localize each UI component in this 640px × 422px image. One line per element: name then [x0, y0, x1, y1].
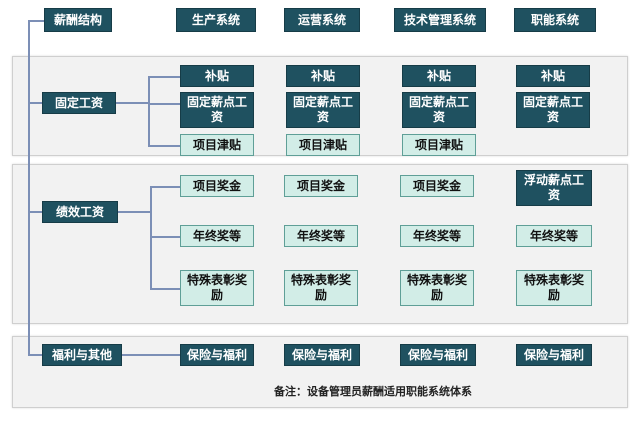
subsidy-box: 补贴 — [516, 65, 590, 87]
year-end-bonus-box: 年终奖等 — [284, 225, 358, 247]
fixed-bracket-spine — [148, 76, 150, 146]
subsidy-box: 补贴 — [402, 65, 476, 87]
project-bonus-box: 项目奖金 — [400, 175, 474, 197]
insurance-welfare-box: 保险与福利 — [516, 344, 592, 366]
floating-point-salary-box: 浮动薪点工资 — [516, 170, 592, 206]
year-end-bonus-box: 年终奖等 — [180, 225, 254, 247]
project-allowance-box: 项目津贴 — [402, 134, 476, 156]
column-header-tech-management: 技术管理系统 — [394, 8, 486, 32]
performance-salary-node: 绩效工资 — [42, 201, 118, 223]
project-bonus-box: 项目奖金 — [180, 175, 254, 197]
fixed-salary-node: 固定工资 — [42, 92, 116, 114]
fixed-connector — [28, 102, 42, 104]
year-end-bonus-box: 年终奖等 — [400, 225, 474, 247]
fixed-bracket-arm-2 — [148, 103, 180, 105]
trunk-line — [28, 20, 30, 356]
performance-bracket-arm-2 — [150, 236, 180, 238]
project-allowance-box: 项目津贴 — [180, 134, 254, 156]
fixed-point-salary-box: 固定薪点工资 — [180, 92, 254, 128]
fixed-point-salary-box: 固定薪点工资 — [286, 92, 360, 128]
fixed-point-salary-box: 固定薪点工资 — [516, 92, 590, 128]
fixed-bracket-arm-1 — [148, 76, 180, 78]
column-header-operations: 运营系统 — [284, 8, 360, 32]
fixed-bracket-arm-3 — [148, 145, 180, 147]
root-connector — [28, 20, 44, 22]
performance-bracket-spine — [150, 186, 152, 290]
welfare-link — [122, 354, 180, 356]
performance-bracket-stem — [118, 211, 151, 213]
fixed-bracket-stem — [116, 102, 149, 104]
performance-bracket-arm-3 — [150, 288, 180, 290]
insurance-welfare-box: 保险与福利 — [180, 344, 254, 366]
welfare-connector — [28, 354, 42, 356]
year-end-bonus-box: 年终奖等 — [516, 225, 592, 247]
welfare-node: 福利与其他 — [42, 344, 122, 366]
subsidy-box: 补贴 — [180, 65, 254, 87]
special-award-box: 特殊表彰奖励 — [516, 270, 592, 306]
column-header-functional: 职能系统 — [514, 8, 596, 32]
special-award-box: 特殊表彰奖励 — [400, 270, 474, 306]
column-header-production: 生产系统 — [176, 8, 256, 32]
performance-connector — [28, 211, 42, 213]
special-award-box: 特殊表彰奖励 — [180, 270, 254, 306]
insurance-welfare-box: 保险与福利 — [284, 344, 360, 366]
footnote: 备注：设备管理员薪酬适用职能系统体系 — [274, 385, 472, 398]
insurance-welfare-box: 保险与福利 — [400, 344, 476, 366]
subsidy-box: 补贴 — [286, 65, 360, 87]
root-node: 薪酬结构 — [44, 8, 112, 32]
project-bonus-box: 项目奖金 — [284, 175, 358, 197]
special-award-box: 特殊表彰奖励 — [284, 270, 358, 306]
performance-bracket-arm-1 — [150, 186, 180, 188]
fixed-point-salary-box: 固定薪点工资 — [402, 92, 476, 128]
project-allowance-box: 项目津贴 — [286, 134, 360, 156]
